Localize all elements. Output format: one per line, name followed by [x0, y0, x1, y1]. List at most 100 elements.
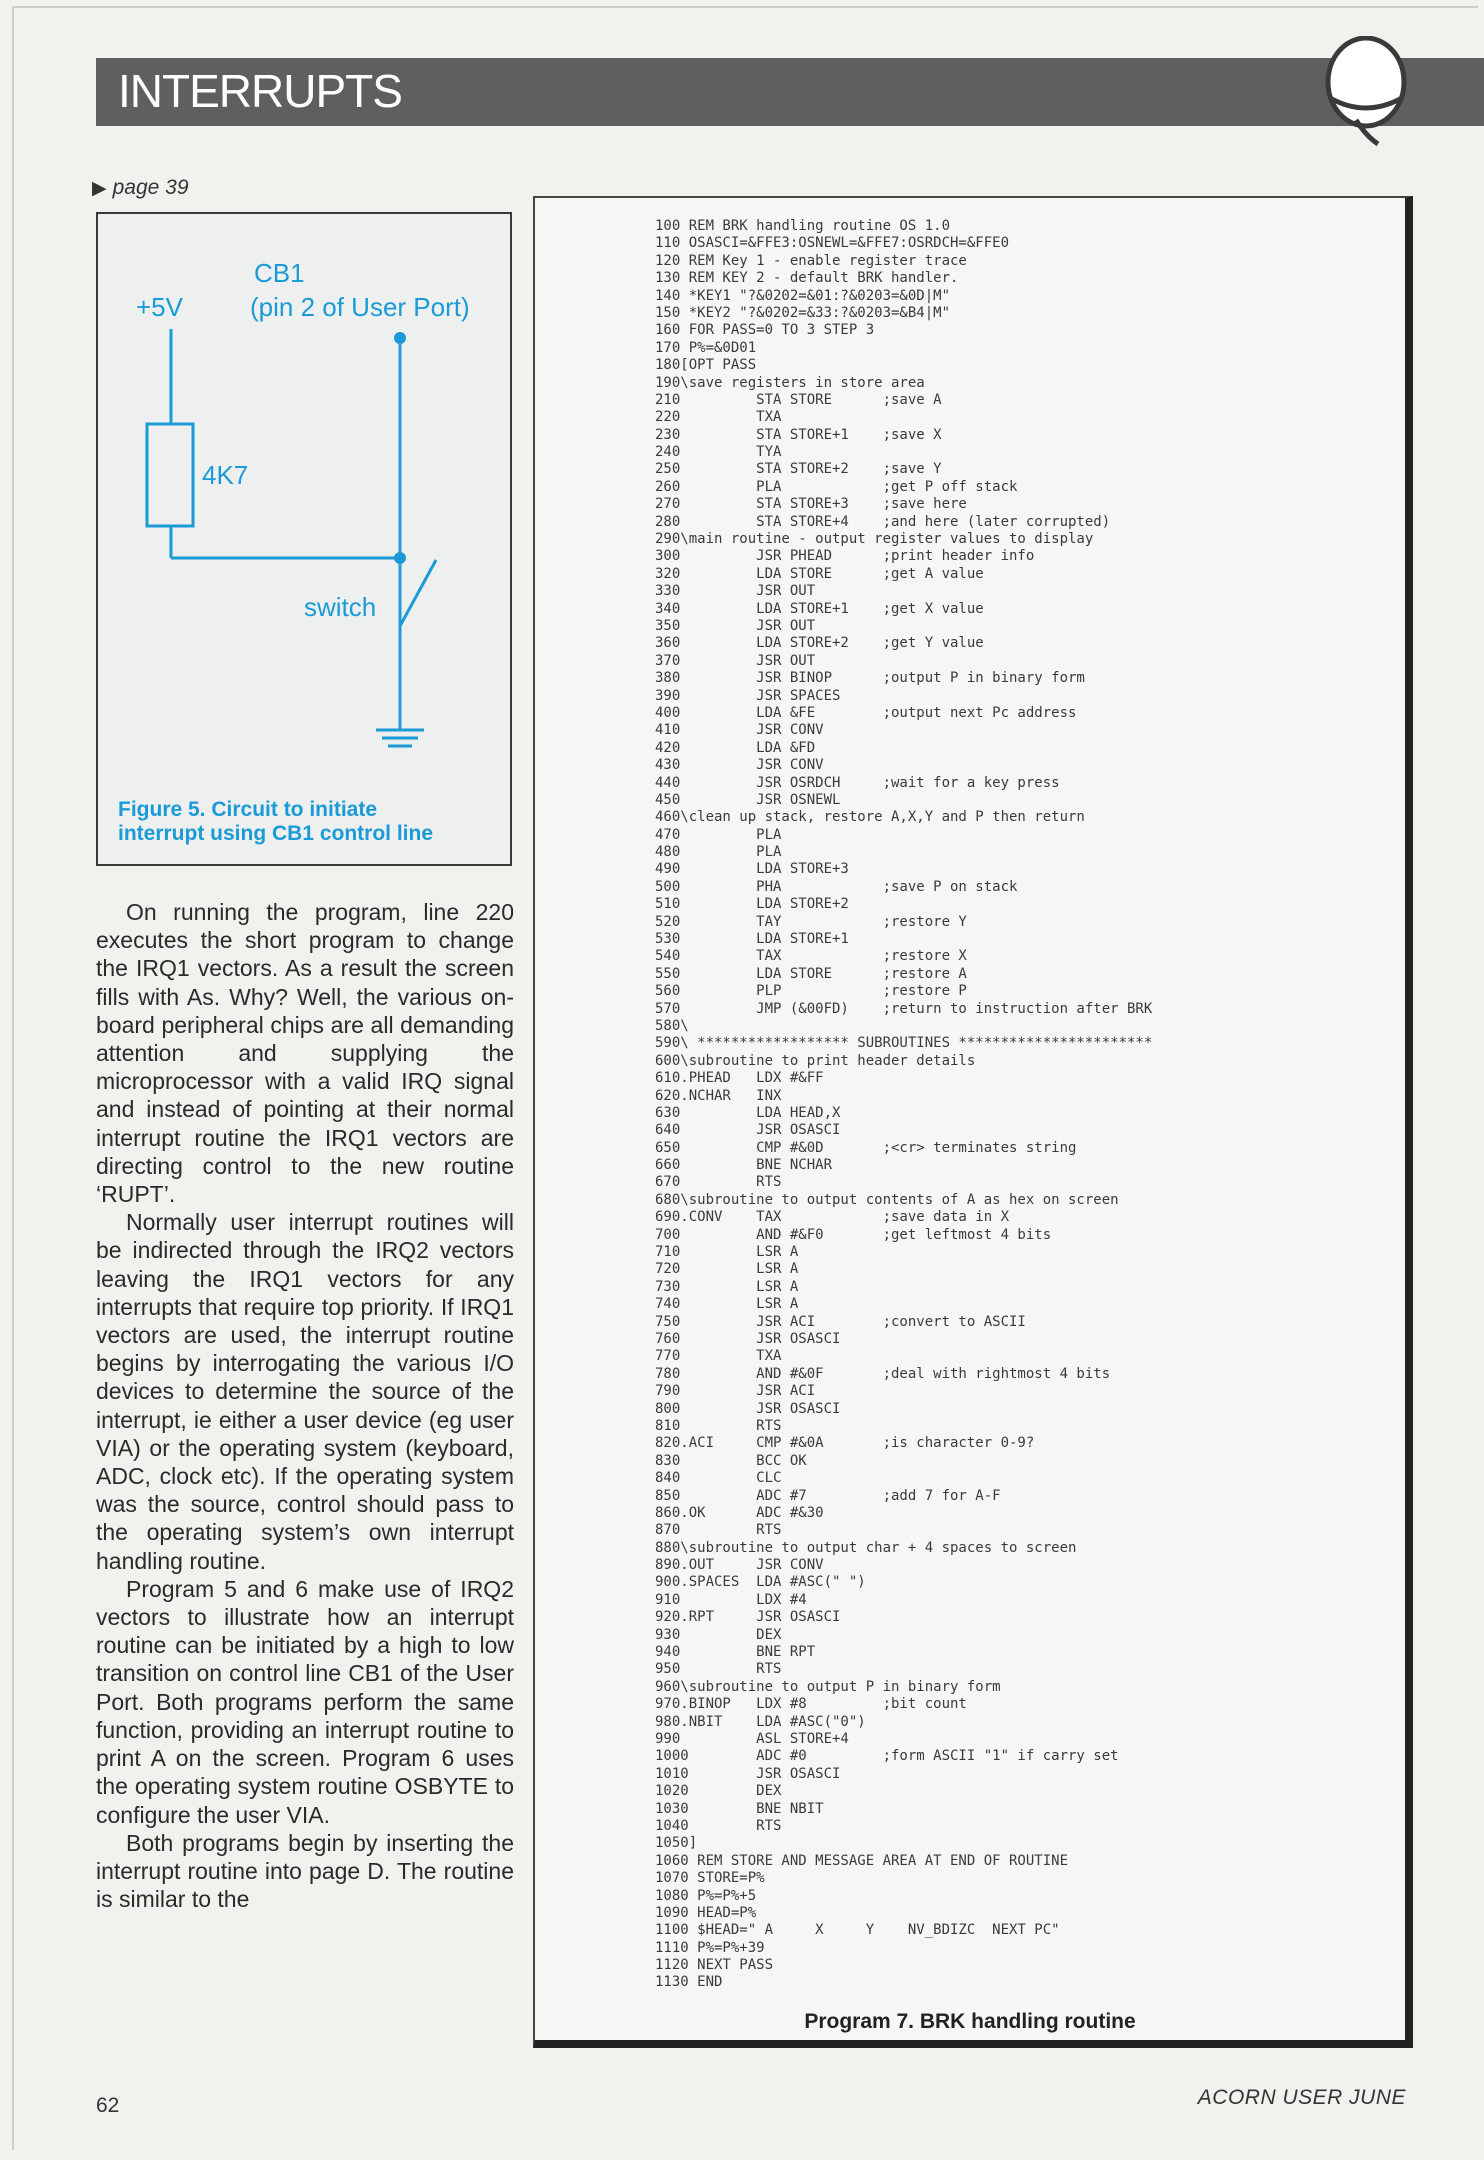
listing-line: 890.OUT JSR CONV	[655, 1557, 824, 1574]
body-paragraph: On running the program, line 220 execute…	[96, 899, 514, 1208]
listing-line: 1120 NEXT PASS	[655, 1957, 774, 1974]
listing-line: 170 P%=&0D01	[655, 339, 757, 356]
listing-line: 290\main routine - output register value…	[655, 531, 1094, 548]
listing-line: 1030 BNE NBIT	[655, 1800, 824, 1817]
listing-line: 450 JSR OSNEWL	[655, 791, 841, 808]
listing-line: 580\	[655, 1017, 689, 1034]
continued-from: ▶ page 39	[92, 176, 189, 200]
listing-line: 360 LDA STORE+2 ;get Y value	[655, 635, 984, 652]
listing-line: 130 REM KEY 2 - default BRK handler.	[655, 270, 959, 287]
listing-line: 550 LDA STORE ;restore A	[655, 965, 967, 982]
figure-caption-line-1: Figure 5. Circuit to initiate	[118, 798, 378, 821]
listing-line: 830 BCC OK	[655, 1452, 807, 1469]
listing-line: 120 REM Key 1 - enable register trace	[655, 252, 967, 269]
listing-line: 540 TAX ;restore X	[655, 948, 967, 965]
listing-line: 490 LDA STORE+3	[655, 861, 849, 878]
listing-line: 270 STA STORE+3 ;save here	[655, 496, 967, 513]
listing-line: 920.RPT JSR OSASCI	[655, 1609, 841, 1626]
magazine-name: ACORN USER JUNE	[1197, 2086, 1406, 2109]
listing-line: 440 JSR OSRDCH ;wait for a key press	[655, 774, 1060, 791]
pin-node	[394, 332, 406, 344]
listing-line: 1050]	[655, 1835, 698, 1852]
body-paragraph: Program 5 and 6 make use of IRQ2 vectors…	[96, 1575, 514, 1828]
arrow-right-icon: ▶	[92, 177, 107, 199]
listing-line: 990 ASL STORE+4	[655, 1730, 849, 1747]
circuit-diagram: +5V CB1 (pin 2 of User Port) 4K7 switch	[136, 258, 470, 748]
listing-line: 380 JSR BINOP ;output P in binary form	[655, 670, 1085, 687]
listing-line: 150 *KEY2 "?&0202=&33:?&0203=&B4|M"	[655, 304, 951, 321]
listing-line: 660 BNE NCHAR	[655, 1157, 833, 1174]
listing-line: 530 LDA STORE+1	[655, 931, 849, 948]
junction-node	[394, 552, 406, 564]
listing-line: 940 BNE RPT	[655, 1644, 816, 1661]
listing-line: 870 RTS	[655, 1522, 782, 1539]
resistor-label: 4K7	[202, 460, 248, 490]
figure-5: +5V CB1 (pin 2 of User Port) 4K7 switch …	[96, 212, 512, 866]
program-caption: Program 7. BRK handling routine	[804, 2010, 1136, 2033]
egg-logo-icon	[1325, 36, 1407, 147]
listing-line: 1000 ADC #0 ;form ASCII "1" if carry set	[655, 1748, 1119, 1765]
listing-line: 210 STA STORE ;save A	[655, 391, 942, 408]
listing-line: 600\subroutine to print header details	[655, 1052, 976, 1069]
listing-line: 1010 JSR OSASCI	[655, 1765, 841, 1782]
listing-line: 1070 STORE=P%	[655, 1870, 765, 1887]
listing-line: 190\save registers in store area	[655, 374, 925, 391]
listing-line: 800 JSR OSASCI	[655, 1400, 841, 1417]
listing-line: 180[OPT PASS	[655, 357, 757, 374]
listing-line: 730 LSR A	[655, 1278, 799, 1295]
listing-line: 840 CLC	[655, 1470, 782, 1487]
pin-label: (pin 2 of User Port)	[250, 292, 470, 322]
listing-line: 700 AND #&F0 ;get leftmost 4 bits	[655, 1226, 1052, 1243]
listing-line: 1100 $HEAD=" A X Y NV_BDIZC NEXT PC"	[655, 1922, 1060, 1939]
listing-line: 630 LDA HEAD,X	[655, 1104, 841, 1121]
listing-line: 410 JSR CONV	[655, 722, 824, 739]
switch-label: switch	[304, 592, 376, 622]
listing-line: 500 PHA ;save P on stack	[655, 878, 1018, 895]
supply-label: +5V	[136, 292, 184, 322]
listing-line: 520 TAY ;restore Y	[655, 913, 967, 930]
listing-line: 400 LDA &FE ;output next Pc address	[655, 704, 1077, 721]
listing-line: 680\subroutine to output contents of A a…	[655, 1191, 1119, 1208]
figure-caption: Figure 5. Circuit to initiate interrupt …	[118, 798, 498, 846]
listing-line: 1090 HEAD=P%	[655, 1904, 757, 1921]
listing-line: 1130 END	[655, 1974, 723, 1991]
listing-line: 460\clean up stack, restore A,X,Y and P …	[655, 809, 1085, 826]
listing-line: 690.CONV TAX ;save data in X	[655, 1209, 1010, 1226]
listing-line: 1080 P%=P%+5	[655, 1887, 757, 1904]
page-edge	[12, 6, 1478, 2150]
listing-line: 770 TXA	[655, 1348, 782, 1365]
listing-line: 950 RTS	[655, 1661, 782, 1678]
listing-line: 710 LSR A	[655, 1244, 799, 1261]
listing-line: 570 JMP (&00FD) ;return to instruction a…	[655, 1000, 1153, 1017]
listing-line: 260 PLA ;get P off stack	[655, 478, 1018, 495]
figure-caption-line-2: interrupt using CB1 control line	[118, 822, 434, 845]
listing-line: 160 FOR PASS=0 TO 3 STEP 3	[655, 322, 875, 339]
listing-line: 810 RTS	[655, 1417, 782, 1434]
listing-line: 140 *KEY1 "?&0202=&01:?&0203=&0D|M"	[655, 287, 951, 304]
listing-line: 790 JSR ACI	[655, 1383, 816, 1400]
listing-line: 860.OK ADC #&30	[655, 1504, 824, 1521]
cb1-label: CB1	[254, 258, 305, 288]
listing-line: 110 OSASCI=&FFE3:OSNEWL=&FFE7:OSRDCH=&FF…	[655, 235, 1010, 252]
listing-line: 480 PLA	[655, 844, 782, 861]
section-header-bar	[96, 58, 1484, 126]
listing-line: 240 TYA	[655, 444, 782, 461]
listing-line: 280 STA STORE+4 ;and here (later corrupt…	[655, 513, 1111, 530]
listing-line: 720 LSR A	[655, 1261, 799, 1278]
article-body: On running the program, line 220 execute…	[96, 898, 514, 1913]
body-paragraph: Both programs begin by inserting the int…	[96, 1829, 514, 1913]
listing-line: 1060 REM STORE AND MESSAGE AREA AT END O…	[655, 1852, 1069, 1869]
listing-line: 970.BINOP LDX #8 ;bit count	[655, 1696, 967, 1713]
listing-line: 750 JSR ACI ;convert to ASCII	[655, 1313, 1026, 1330]
continued-page-label: page 39	[112, 176, 189, 199]
listing-line: 230 STA STORE+1 ;save X	[655, 426, 942, 443]
body-paragraph: Normally user interrupt routines will be…	[96, 1209, 514, 1574]
listing-line: 1020 DEX	[655, 1783, 782, 1800]
listing-line: 1110 P%=P%+39	[655, 1939, 765, 1956]
switch-contact	[398, 559, 438, 627]
listing-line: 960\subroutine to output P in binary for…	[655, 1678, 1001, 1695]
listing-line: 880\subroutine to output char + 4 spaces…	[655, 1539, 1077, 1556]
listing-line: 620.NCHAR INX	[655, 1087, 782, 1104]
